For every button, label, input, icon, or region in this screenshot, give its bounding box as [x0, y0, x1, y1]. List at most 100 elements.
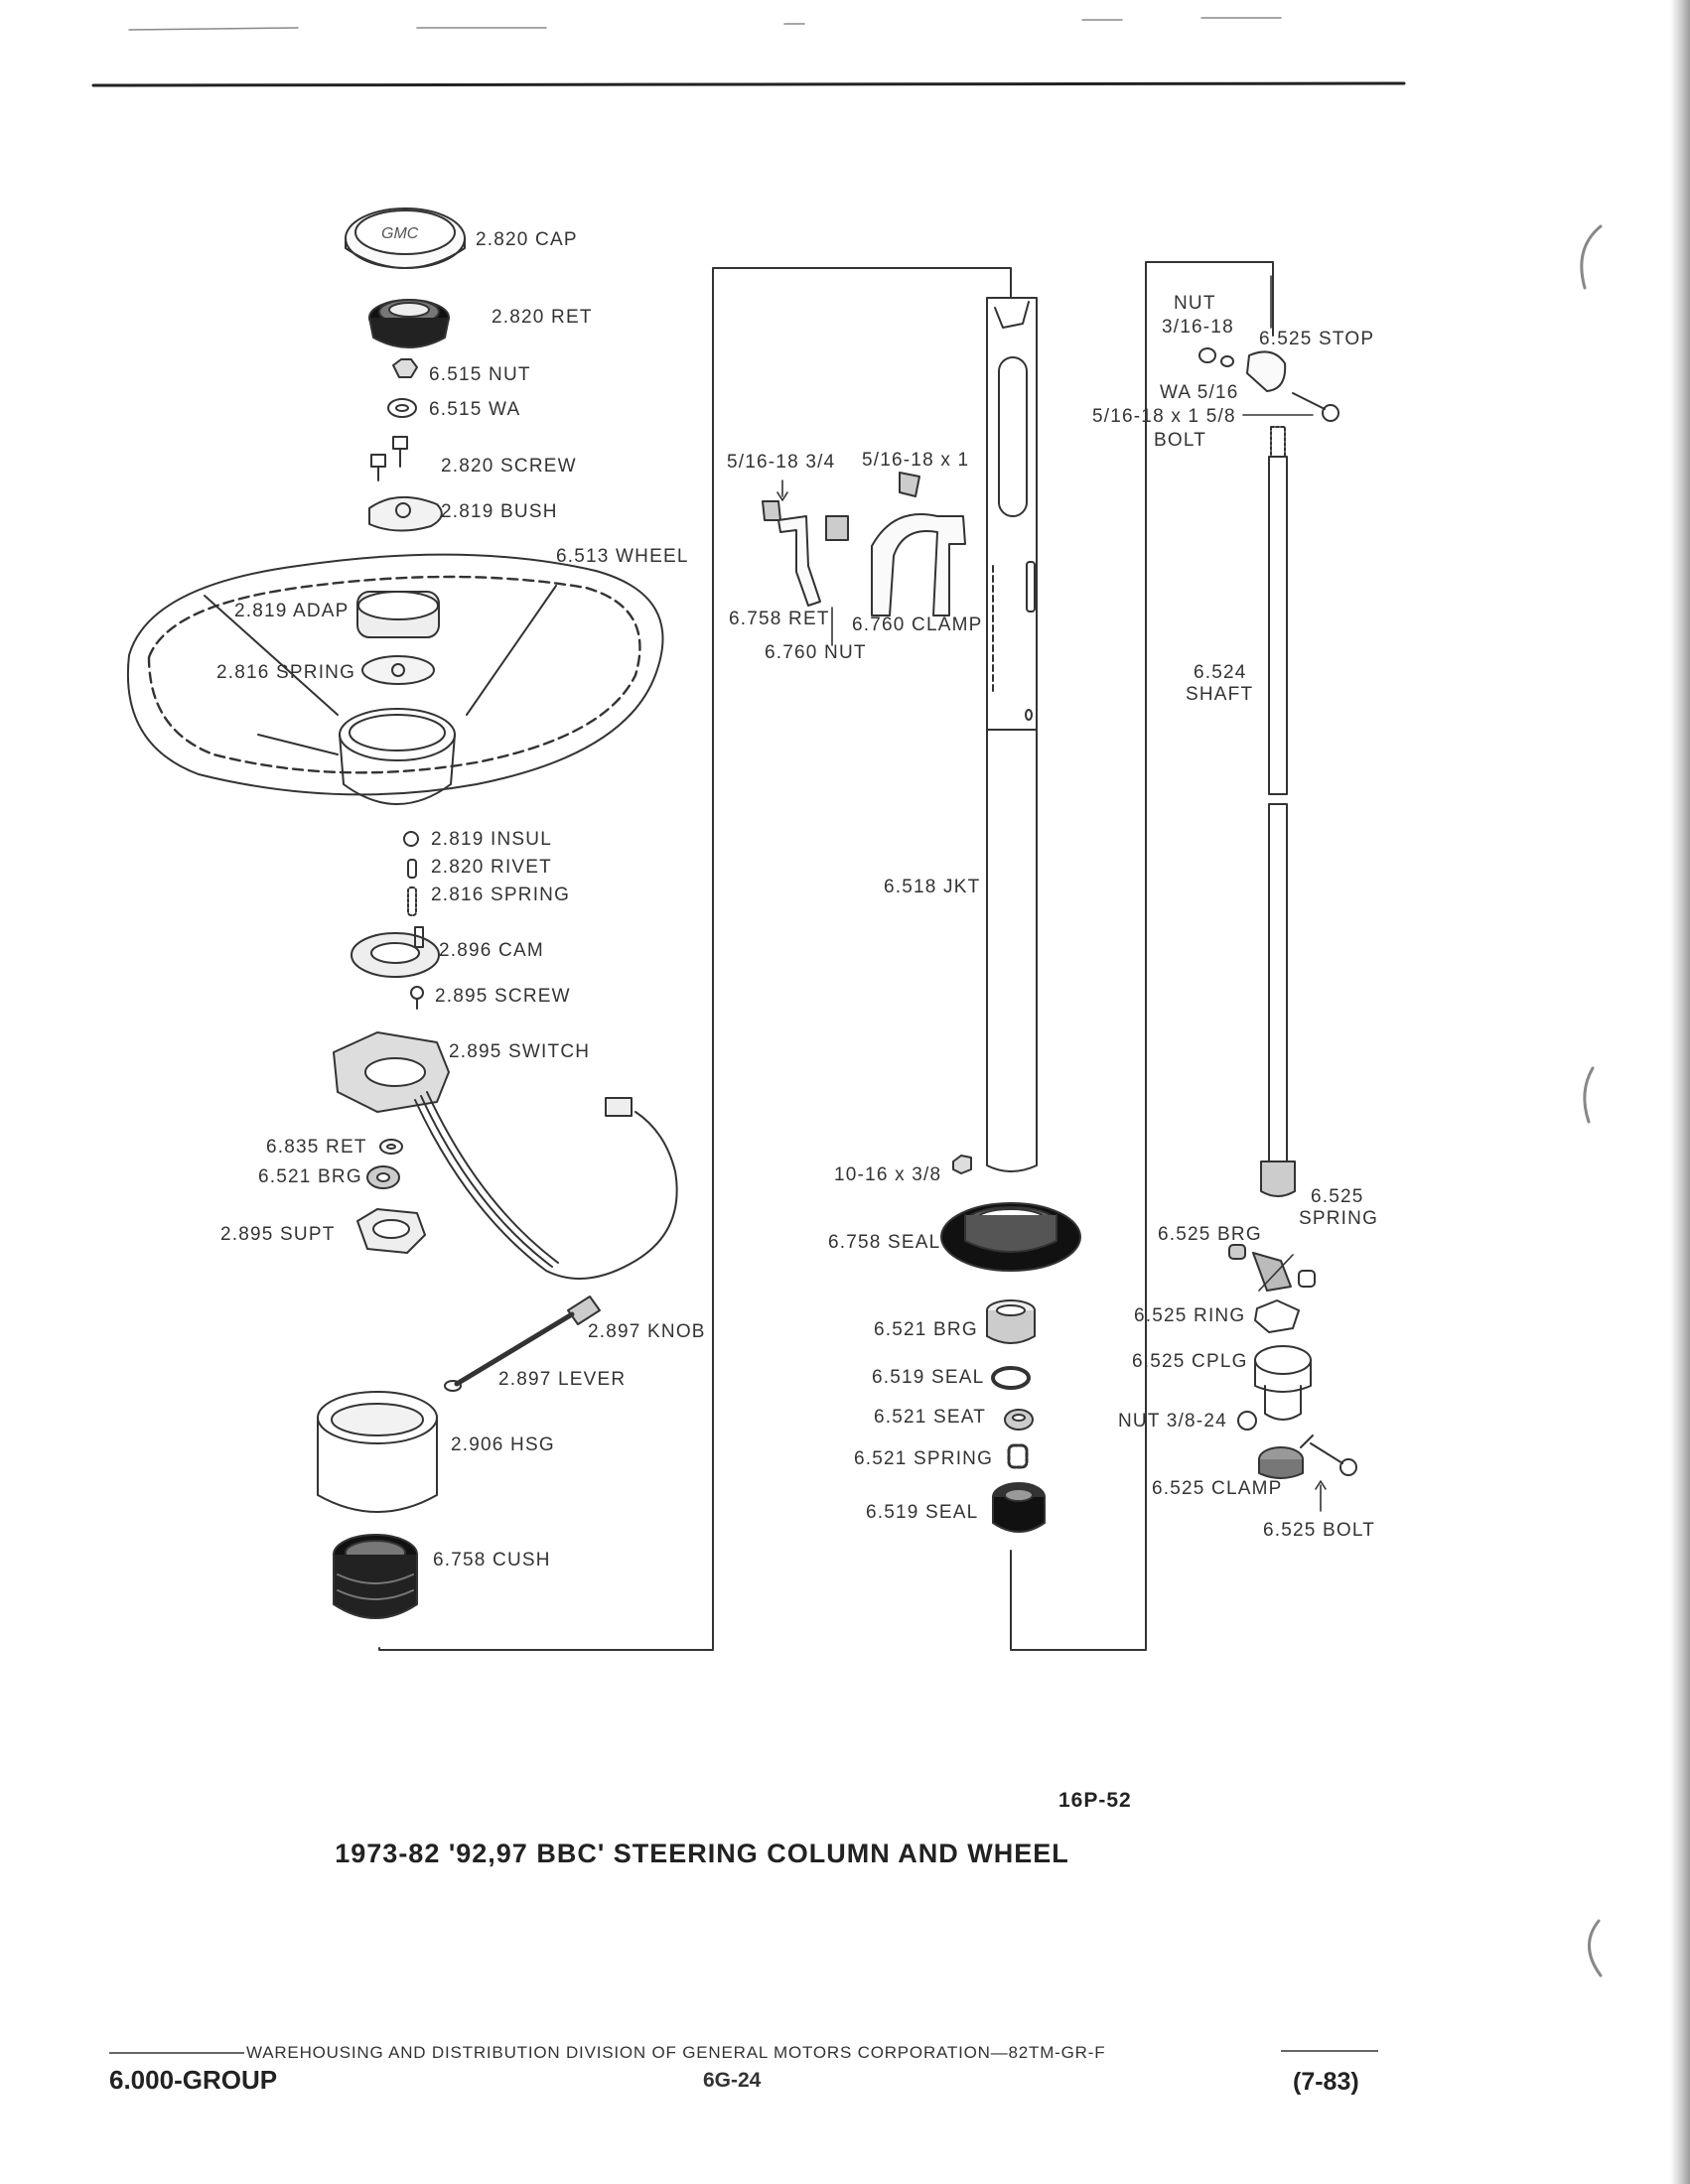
- label-bolt: BOLT: [1154, 430, 1207, 451]
- label-cush-6758: 6.758 CUSH: [433, 1550, 551, 1570]
- label-cplg-6525: 6.525 CPLG: [1132, 1351, 1248, 1372]
- binder-holes: [1580, 224, 1603, 1978]
- spring-6521-drawing: [1007, 1443, 1029, 1469]
- label-brg-6521-upper: 6.521 BRG: [258, 1166, 362, 1187]
- label-insul-2819: 2.819 INSUL: [431, 829, 552, 850]
- label-hsg-2906: 2.906 HSG: [451, 1434, 555, 1455]
- bearing-6525-drawing: [1228, 1244, 1246, 1260]
- label-spring-6525: SPRING: [1299, 1208, 1379, 1229]
- label-bolt-516-18-3-4: 5/16-18 3/4: [727, 452, 836, 473]
- label-screw-2820: 2.820 SCREW: [441, 456, 577, 477]
- bolt-516-1-drawing: [899, 472, 920, 497]
- label-knob-2897: 2.897 KNOB: [588, 1321, 706, 1342]
- horn-cap-drawing: GMC: [345, 207, 466, 269]
- ring-6525-drawing: [1254, 1299, 1300, 1333]
- rivet-2820-drawing: [407, 859, 417, 879]
- label-clamp-6760: 6.760 CLAMP: [852, 614, 983, 635]
- label-nut-3-8-24: NUT 3/8-24: [1118, 1411, 1227, 1432]
- label-cap: 2.820 CAP: [476, 229, 578, 250]
- coupling-6525-drawing: [1254, 1345, 1312, 1421]
- label-shaft: SHAFT: [1186, 684, 1254, 705]
- label-nut-6760: 6.760 NUT: [765, 642, 867, 663]
- label-jkt-6518: 6.518 JKT: [884, 877, 981, 897]
- diagram-title: 1973-82 '92,97 BBC' STEERING COLUMN AND …: [335, 1839, 1069, 1868]
- label-seal-6519-top: 6.519 SEAL: [872, 1367, 985, 1388]
- label-spring-6521: 6.521 SPRING: [854, 1448, 994, 1469]
- cushion-6758-drawing: [333, 1534, 418, 1619]
- retainer-6835-drawing: [379, 1139, 403, 1155]
- label-supt-2895: 2.895 SUPT: [220, 1224, 336, 1245]
- steering-wheel-drawing: [126, 553, 664, 805]
- nut-3824-drawing: [1237, 1411, 1257, 1431]
- label-screw-10-16: 10-16 x 3/8: [834, 1164, 942, 1185]
- label-adap-2819: 2.819 ADAP: [234, 601, 350, 621]
- label-bolt-6525: 6.525 BOLT: [1263, 1520, 1376, 1541]
- label-screw-2895: 2.895 SCREW: [435, 986, 571, 1007]
- housing-2906-drawing: [317, 1391, 438, 1513]
- washer-6515-drawing: [387, 398, 417, 418]
- screws-2820-drawing: [370, 436, 408, 481]
- bushing-2819-drawing: [368, 495, 443, 532]
- label-seal-6519-bottom: 6.519 SEAL: [866, 1502, 979, 1523]
- bearing-6521-mid-drawing: [986, 1299, 1036, 1344]
- label-bush-2819: 2.819 BUSH: [441, 501, 558, 522]
- clamp-6525-drawing: [1258, 1434, 1314, 1479]
- label-shaft-number: 6.524: [1194, 662, 1247, 683]
- label-switch-2895: 2.895 SWITCH: [449, 1041, 591, 1062]
- label-ring-6525: 6.525 RING: [1134, 1305, 1246, 1326]
- label-leaders: [712, 275, 1327, 1544]
- label-spring-6525-number: 6.525: [1311, 1186, 1364, 1207]
- figure-id: 16P-52: [1058, 1789, 1132, 1812]
- seal-6519-top-drawing: [991, 1366, 1031, 1390]
- label-spring-2816-upper: 2.816 SPRING: [216, 662, 356, 683]
- label-bolt-size: 5/16-18 x 1 5/8: [1092, 406, 1236, 427]
- binder-page-edge: [1670, 0, 1690, 2184]
- footer-date: (7-83): [1293, 2068, 1359, 2096]
- footer-division-line: WAREHOUSING AND DISTRIBUTION DIVISION OF…: [246, 2043, 1106, 2062]
- footer-group: 6.000-GROUP: [109, 2065, 278, 2095]
- label-rivet-2820: 2.820 RIVET: [431, 857, 552, 878]
- label-ret-6835: 6.835 RET: [266, 1137, 367, 1158]
- screw-2895-drawing: [410, 986, 424, 1010]
- label-nut-top: NUT: [1174, 293, 1216, 314]
- cam-2896-drawing: [351, 926, 440, 978]
- label-spring-2816-lower: 2.816 SPRING: [431, 885, 571, 905]
- label-clamp-6525: 6.525 CLAMP: [1152, 1478, 1283, 1499]
- header-rule: [91, 81, 1406, 87]
- bearing-6521-top-drawing: [366, 1165, 400, 1189]
- label-ret-6758: 6.758 RET: [729, 609, 830, 629]
- turn-signal-switch-drawing: [333, 1031, 678, 1280]
- label-wheel-6513: 6.513 WHEEL: [556, 546, 689, 567]
- label-bolt-516-18-x-1: 5/16-18 x 1: [862, 450, 970, 471]
- clamp-6760-drawing: [871, 513, 966, 616]
- retainer-ring-drawing: [368, 299, 450, 348]
- label-brg-6525: 6.525 BRG: [1158, 1224, 1262, 1245]
- spring-2816-drawing: [407, 887, 417, 916]
- seat-6521-drawing: [1004, 1409, 1034, 1431]
- seal-6758-drawing: [940, 1202, 1081, 1272]
- exploded-view-leader-lines: [378, 261, 1274, 1651]
- label-brg-6521-mid: 6.521 BRG: [874, 1319, 978, 1340]
- steering-shaft-6524-drawing: [1260, 426, 1296, 1197]
- stop-6525-drawing: [1198, 347, 1339, 422]
- label-cam-2896: 2.896 CAM: [439, 940, 544, 961]
- label-seat-6521: 6.521 SEAT: [874, 1407, 987, 1428]
- footer-page-number: 6G-24: [703, 2069, 762, 2092]
- label-wa-516: WA 5/16: [1160, 382, 1239, 403]
- lever-2897-drawing: [444, 1311, 575, 1392]
- label-ret-2820: 2.820 RET: [492, 307, 593, 328]
- label-stop-6525: 6.525 STOP: [1259, 329, 1375, 349]
- label-seal-6758: 6.758 SEAL: [828, 1232, 941, 1253]
- bolt-6525-drawing: [1310, 1442, 1357, 1476]
- cap-logo: GMC: [381, 225, 419, 242]
- label-nut-6515: 6.515 NUT: [429, 364, 531, 385]
- insulator-2819-drawing: [403, 831, 419, 847]
- nut-6760-drawing: [825, 515, 849, 541]
- knob-2897-drawing: [567, 1296, 601, 1325]
- seal-6519-bottom-drawing: [992, 1482, 1046, 1533]
- screw-1016-drawing: [952, 1155, 972, 1174]
- spring-6525-drawing: [1252, 1252, 1316, 1292]
- nut-6515-drawing: [392, 358, 418, 378]
- ret-6758-bracket-drawing: [777, 515, 821, 607]
